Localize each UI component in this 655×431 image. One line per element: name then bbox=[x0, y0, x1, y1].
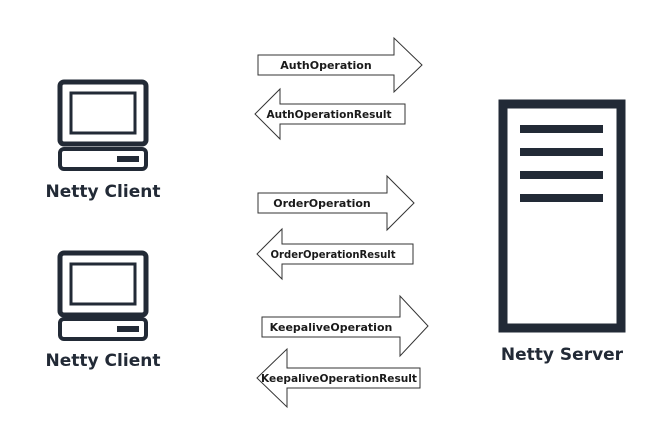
message-label: AuthOperation bbox=[280, 59, 371, 72]
message-arrow-auth-operation: AuthOperation bbox=[257, 36, 423, 94]
computer-icon bbox=[57, 79, 149, 171]
server-icon bbox=[498, 99, 626, 333]
message-label: KeepaliveOperation bbox=[270, 321, 393, 334]
client-node-1: Netty Client bbox=[46, 79, 161, 202]
message-arrow-auth-operation-result: AuthOperationResult bbox=[254, 87, 406, 141]
client-label-2: Netty Client bbox=[46, 351, 161, 371]
message-arrow-keepalive-operation-result: KeepaliveOperationResult bbox=[256, 347, 421, 409]
message-label: OrderOperationResult bbox=[271, 248, 396, 261]
server-node: Netty Server bbox=[498, 99, 626, 365]
client-node-2: Netty Client bbox=[46, 250, 161, 371]
message-arrow-order-operation: OrderOperation bbox=[257, 174, 415, 232]
message-arrow-order-operation-result: OrderOperationResult bbox=[256, 227, 414, 281]
client-label-1: Netty Client bbox=[46, 182, 161, 202]
message-label: OrderOperation bbox=[273, 197, 371, 210]
computer-icon bbox=[57, 250, 149, 341]
server-label: Netty Server bbox=[501, 345, 624, 365]
message-label: AuthOperationResult bbox=[267, 108, 392, 121]
message-arrow-keepalive-operation: KeepaliveOperation bbox=[261, 294, 429, 358]
message-label: KeepaliveOperationResult bbox=[261, 372, 417, 385]
